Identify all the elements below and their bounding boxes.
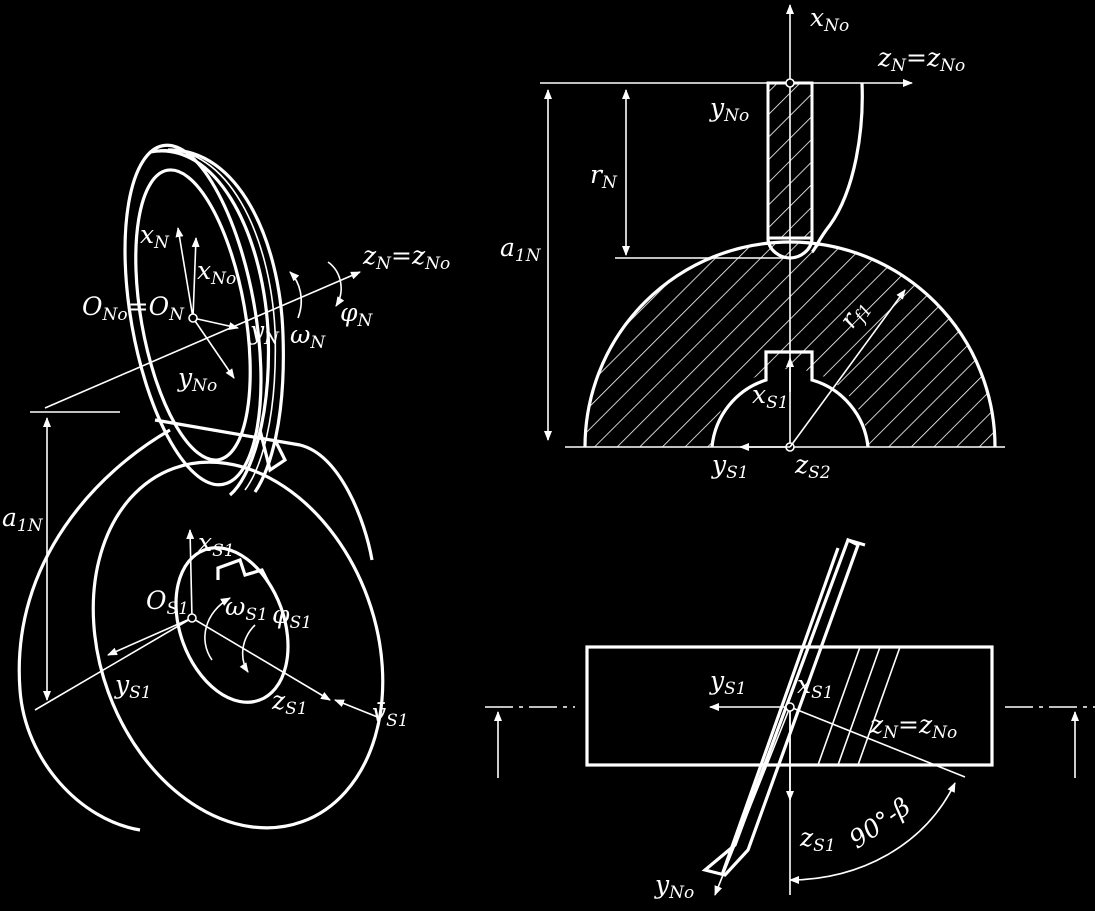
label-zS2: zS2 [795, 450, 831, 483]
grinding-wheel-disc [123, 143, 288, 497]
label-phiN: φN [340, 298, 373, 331]
label-zN-eq-zNo-front: zN=zNo [878, 43, 966, 76]
label-yNo: yNo [178, 363, 218, 396]
isometric-view [17, 143, 385, 832]
label-omegaN: ωN [290, 320, 326, 353]
label-vS1: v̄S1 [372, 698, 409, 731]
label-ONo-eq-ON: ONo=ON [82, 292, 184, 325]
isometric-axes [30, 227, 381, 719]
label-xNo: xNo [197, 256, 237, 289]
workpiece-cylinder [17, 418, 385, 832]
front-section-view [540, 4, 1005, 452]
label-zS1-top: zS1 [800, 823, 836, 856]
label-yNo-front: yNo [710, 93, 750, 126]
label-yS1-iso: yS1 [115, 670, 152, 703]
label-xN: xN [140, 220, 169, 253]
label-OS1: OS1 [146, 586, 189, 619]
label-xS1-top: xS1 [797, 670, 834, 703]
label-yS1-top: yS1 [710, 666, 747, 699]
label-yNo-top: yNo [655, 870, 695, 903]
label-rN: rN [590, 160, 617, 193]
label-omegaS1: ωS1 [225, 592, 268, 625]
label-a1N-iso: a1N [2, 503, 43, 536]
label-a1N-front: a1N [500, 233, 541, 266]
label-yN: yN [250, 316, 279, 349]
label-xS1-front: xS1 [752, 380, 789, 413]
label-zN-eq-zNo-top: zN=zNo [870, 710, 958, 743]
label-yS1-front: yS1 [712, 450, 749, 483]
label-xS1-iso: xS1 [198, 528, 235, 561]
label-zS1-iso: zS1 [272, 686, 308, 719]
top-view [485, 537, 1095, 896]
label-zN-eq-zNo: zN=zNo [363, 241, 451, 274]
label-xNo-front: xNo [810, 3, 850, 36]
label-phiS1: φS1 [272, 600, 312, 633]
